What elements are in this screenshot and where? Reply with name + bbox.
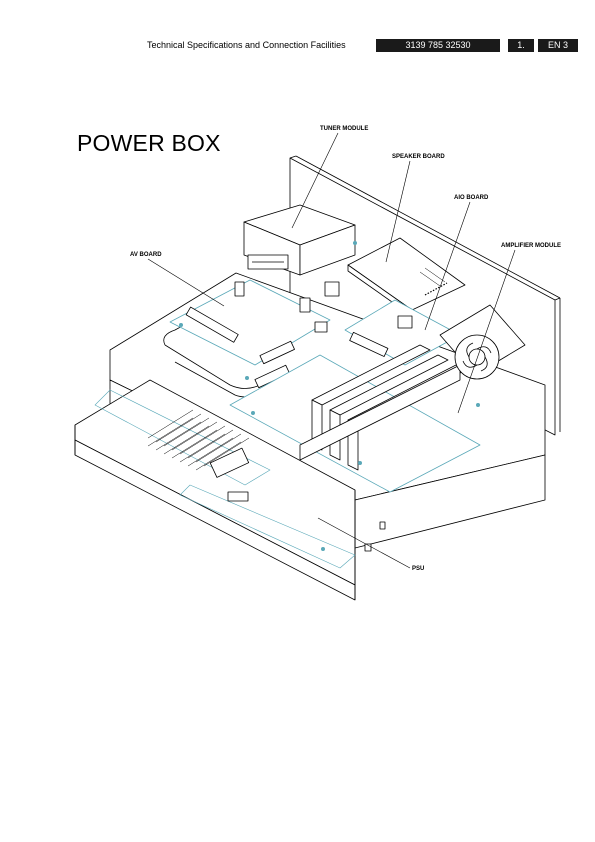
callout-av-board: AV BOARD	[130, 252, 162, 258]
page-number-badge: EN 3	[538, 39, 578, 52]
callout-tuner-module: TUNER MODULE	[320, 126, 369, 132]
cooling-fan	[439, 304, 526, 380]
leader-lines	[147, 132, 516, 569]
callout-amplifier-module: AMPLIFIER MODULE	[501, 243, 561, 249]
header-section-title: Technical Specifications and Connection …	[147, 40, 346, 50]
tuner-module	[243, 204, 356, 276]
callout-aio-board: AIO BOARD	[454, 195, 489, 201]
psu-heatsink-fins	[147, 409, 250, 471]
aio-board	[344, 299, 461, 366]
psu-unit	[74, 379, 386, 601]
callout-psu: PSU	[412, 566, 425, 572]
doc-number-badge: 3139 785 32530	[376, 39, 500, 52]
page-title: POWER BOX	[77, 130, 221, 156]
chapter-badge: 1.	[508, 39, 534, 52]
amplifier-module	[229, 304, 526, 493]
callout-speaker-board: SPEAKER BOARD	[392, 154, 445, 160]
av-board	[169, 279, 340, 389]
